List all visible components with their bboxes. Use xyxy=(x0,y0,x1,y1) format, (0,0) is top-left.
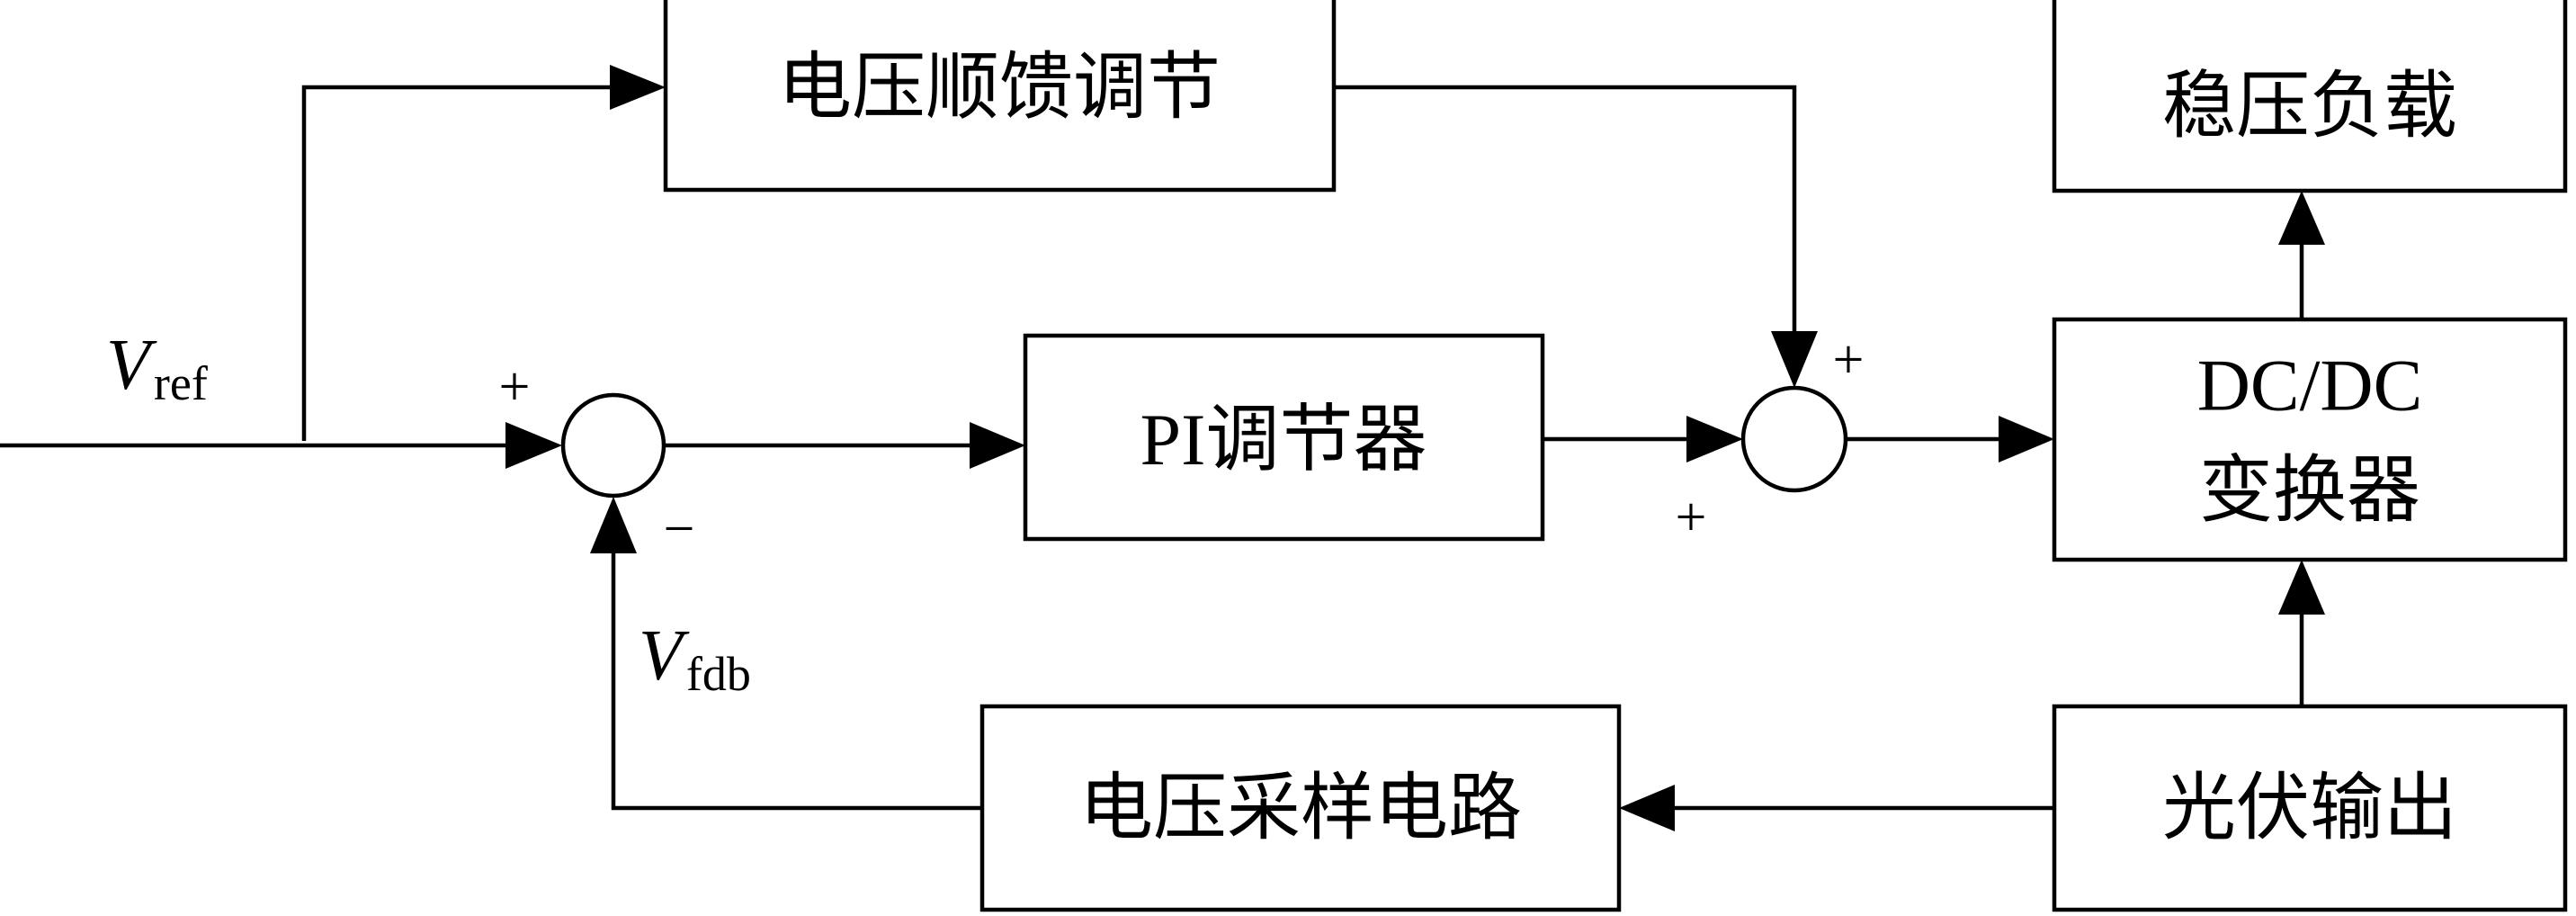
feedforward-label: 电压顺馈调节 xyxy=(778,45,1221,130)
load-block: 稳压负载 xyxy=(2052,0,2568,193)
sum2-left-plus-sign: + xyxy=(1676,487,1707,548)
pi-label: PI调节器 xyxy=(1140,397,1427,482)
vfdb-label: Vfdb xyxy=(639,616,751,701)
pi-label-latin: PI xyxy=(1140,399,1206,480)
arrow-into-sum2-left xyxy=(1686,416,1743,462)
converter-label-line2: 变换器 xyxy=(2199,448,2420,534)
converter-block: DC/DC 变换器 xyxy=(2052,317,2568,562)
pi-block: PI调节器 xyxy=(1023,333,1545,542)
vref-sub: ref xyxy=(154,356,208,410)
pv-output-block: 光伏输出 xyxy=(2052,704,2568,912)
vref-main: V xyxy=(106,326,157,405)
feedforward-block: 电压顺馈调节 xyxy=(663,0,1337,193)
summing-junction-1 xyxy=(560,392,666,498)
sampling-block: 电压采样电路 xyxy=(979,704,1622,912)
sum1-plus-sign: + xyxy=(499,356,531,418)
pi-label-cn: 调节器 xyxy=(1205,397,1427,482)
feedforward-to-sum2-line xyxy=(1334,85,1797,337)
vfdb-sub: fdb xyxy=(686,647,751,701)
arrow-into-feedforward xyxy=(610,65,666,110)
converter-label-line1: DC/DC xyxy=(2197,345,2423,427)
feedback-line xyxy=(611,544,982,811)
arrow-into-load xyxy=(2278,191,2325,245)
feedforward-branch-line xyxy=(301,85,616,441)
arrow-into-converter-bottom xyxy=(2278,560,2325,615)
arrow-into-sum1-left xyxy=(505,422,562,469)
arrow-into-pi xyxy=(970,422,1025,469)
sampling-label: 电压采样电路 xyxy=(1079,766,1522,851)
arrow-into-sum2-top xyxy=(1771,331,1818,388)
arrow-into-converter xyxy=(1999,416,2054,462)
pv-output-label: 光伏输出 xyxy=(2162,766,2457,851)
sum1-minus-sign: − xyxy=(664,498,695,560)
vfdb-main: V xyxy=(639,616,690,696)
sum2-top-plus-sign: + xyxy=(1833,329,1865,391)
vref-label: Vref xyxy=(106,326,208,410)
arrow-into-sum1-bottom xyxy=(590,497,637,553)
load-label: 稳压负载 xyxy=(2162,64,2457,149)
summing-junction-2 xyxy=(1740,385,1848,493)
arrow-into-sampling xyxy=(1619,785,1675,831)
